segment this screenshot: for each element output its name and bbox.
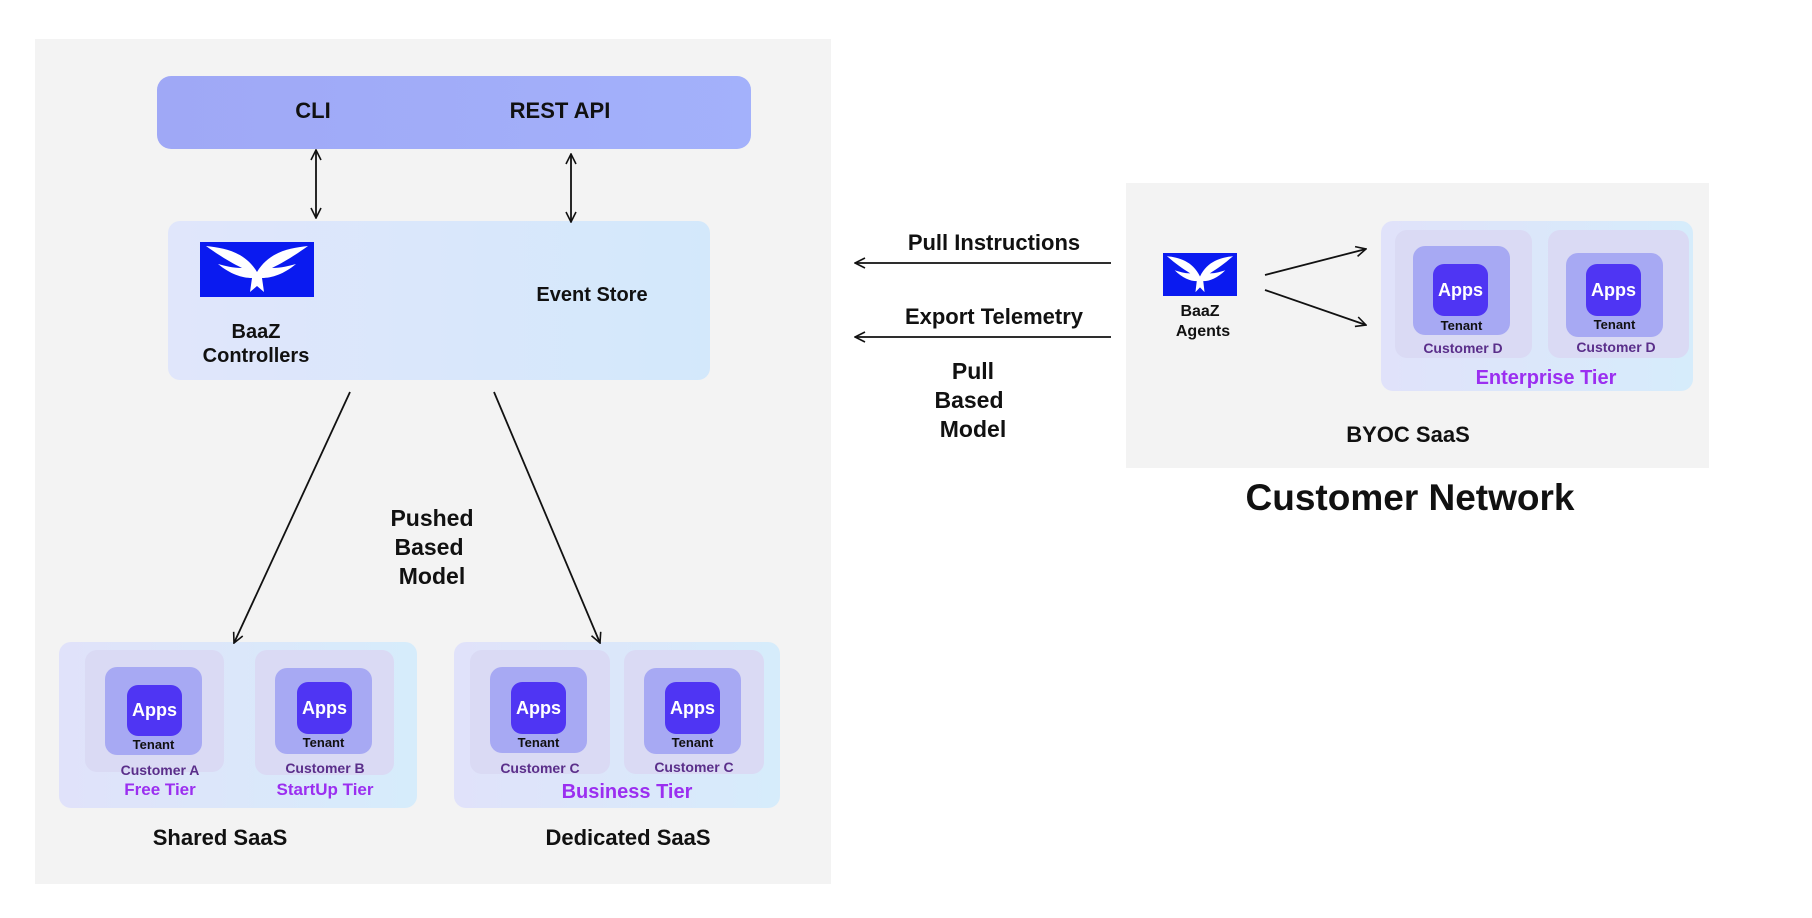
apps-box: Apps bbox=[127, 685, 182, 736]
rest-api-label: REST API bbox=[509, 98, 611, 123]
apps-box: Apps bbox=[297, 682, 352, 734]
customer-label: Customer D bbox=[1576, 339, 1656, 355]
tier-label: StartUp Tier bbox=[276, 780, 374, 799]
export-telemetry-label: Export Telemetry bbox=[904, 304, 1084, 329]
enterprise-tier-label: Enterprise Tier bbox=[1475, 367, 1617, 389]
pull-instructions-label: Pull Instructions bbox=[907, 230, 1081, 255]
customer-label: Customer A bbox=[120, 762, 200, 778]
agents-label-line2: Agents bbox=[1175, 323, 1231, 340]
tenant-label: Tenant bbox=[132, 737, 175, 752]
customer-label: Customer D bbox=[1423, 340, 1503, 356]
agents-to-tier-arrow-lower bbox=[1264, 289, 1366, 325]
apps-box: Apps bbox=[1586, 264, 1641, 316]
shared-saas-label: Shared SaaS bbox=[152, 825, 288, 850]
controllers-name-line2: Controllers bbox=[202, 345, 310, 367]
controllers-name-line1: BaaZ bbox=[231, 321, 281, 343]
eagle-logo-icon bbox=[1163, 253, 1237, 296]
tenant-label: Tenant bbox=[1593, 317, 1636, 332]
dedicated-saas-label: Dedicated SaaS bbox=[545, 825, 711, 850]
eagle-logo-icon bbox=[200, 242, 314, 297]
tenant-label: Tenant bbox=[1440, 318, 1483, 333]
byoc-saas-label: BYOC SaaS bbox=[1346, 422, 1470, 447]
api-bar bbox=[157, 76, 751, 149]
customer-label: Customer C bbox=[500, 760, 580, 776]
business-tier-label: Business Tier bbox=[561, 781, 693, 803]
tier-label: Free Tier bbox=[124, 780, 196, 799]
push-model-line1: Pushed bbox=[390, 505, 474, 531]
push-shared-arrow bbox=[234, 391, 351, 643]
push-model-line3: Model bbox=[398, 563, 466, 589]
apps-box: Apps bbox=[511, 682, 566, 734]
tenant-label: Tenant bbox=[302, 735, 345, 750]
pull-model-line2: Based bbox=[934, 387, 1004, 413]
event-store-label: Event Store bbox=[536, 284, 648, 306]
agents-to-tier-arrow-upper bbox=[1264, 249, 1366, 276]
customer-label: Customer B bbox=[285, 760, 365, 776]
pull-model-line1: Pull bbox=[951, 358, 995, 384]
tenant-label: Tenant bbox=[517, 735, 560, 750]
cli-label: CLI bbox=[295, 98, 331, 123]
customer-label: Customer C bbox=[654, 759, 734, 775]
agents-label-line1: BaaZ bbox=[1180, 303, 1220, 320]
tenant-label: Tenant bbox=[671, 735, 714, 750]
apps-box: Apps bbox=[1433, 264, 1488, 316]
push-dedicated-arrow bbox=[493, 391, 600, 643]
apps-box: Apps bbox=[665, 682, 720, 734]
pull-model-line3: Model bbox=[939, 416, 1007, 442]
customer-network-title: Customer Network bbox=[1245, 477, 1575, 518]
push-model-line2: Based bbox=[394, 534, 464, 560]
